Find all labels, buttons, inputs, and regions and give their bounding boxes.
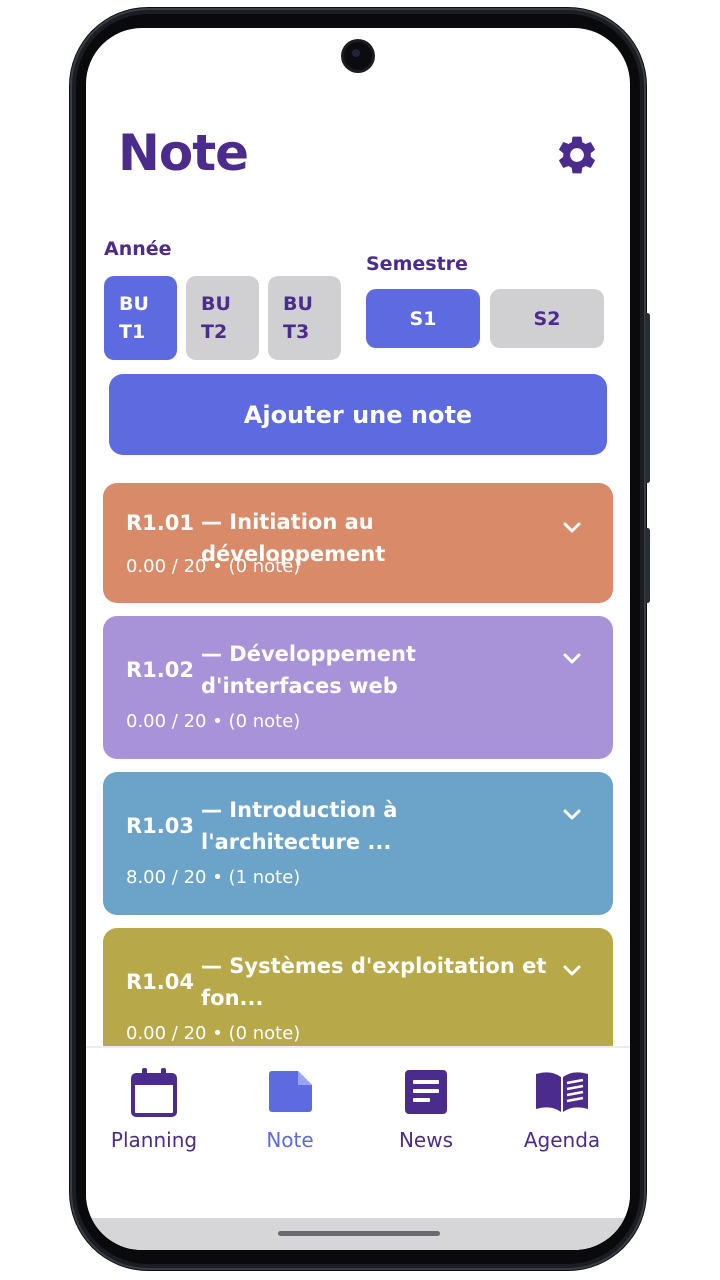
- tab-label: Planning: [110, 1128, 198, 1152]
- tab-label: Note: [266, 1128, 314, 1152]
- chevron-down-icon[interactable]: [562, 808, 582, 822]
- year-button-line2: T3: [283, 321, 310, 343]
- gear-icon[interactable]: [554, 132, 600, 178]
- tab-planning[interactable]: Planning: [86, 1048, 222, 1188]
- app-screen: Note Année BU T1 BU T2 BU T3 Semestre S1…: [86, 28, 630, 1250]
- front-camera: [344, 42, 372, 70]
- module-grade: 8.00 / 20 • (1 note): [126, 867, 301, 888]
- module-code: R1.02: [126, 658, 194, 682]
- year-button-but2[interactable]: BU T2: [186, 276, 259, 360]
- module-name: — Initiation au développement: [201, 510, 386, 566]
- module-name: — Développement d'interfaces web: [201, 642, 416, 698]
- year-button-line1: BU: [283, 293, 313, 315]
- note-icon: [269, 1071, 312, 1112]
- chevron-down-icon[interactable]: [562, 521, 582, 535]
- module-code: R1.03: [126, 814, 194, 838]
- year-label: Année: [104, 238, 172, 260]
- module-card-r103[interactable]: R1.03 — Introduction à l'architecture ..…: [103, 772, 613, 915]
- module-card-r101[interactable]: R1.01 — Initiation au développement 0.00…: [103, 483, 613, 603]
- semester-label: Semestre: [366, 253, 468, 275]
- calendar-icon: [131, 1068, 177, 1117]
- bottom-tab-bar: Planning Note News Agenda: [86, 1046, 630, 1188]
- tab-label: News: [398, 1128, 454, 1152]
- module-card-r104[interactable]: R1.04 — Systèmes d'exploitation et fon..…: [103, 928, 613, 1047]
- chevron-down-icon[interactable]: [562, 652, 582, 666]
- year-button-line1: BU: [119, 293, 149, 315]
- power-button: [645, 528, 650, 603]
- tab-news[interactable]: News: [358, 1048, 494, 1188]
- semester-button-s1[interactable]: S1: [366, 289, 480, 348]
- semester-button-s2[interactable]: S2: [490, 289, 604, 348]
- home-indicator[interactable]: [278, 1231, 440, 1236]
- module-name: — Introduction à l'architecture ...: [201, 798, 398, 854]
- year-button-but3[interactable]: BU T3: [268, 276, 341, 360]
- module-code: R1.04: [126, 970, 194, 994]
- module-grade: 0.00 / 20 • (0 note): [126, 556, 301, 577]
- volume-button: [645, 313, 650, 483]
- tab-label: Agenda: [523, 1128, 601, 1152]
- year-button-but1[interactable]: BU T1: [104, 276, 177, 360]
- year-button-line1: BU: [201, 293, 231, 315]
- tab-agenda[interactable]: Agenda: [494, 1048, 630, 1188]
- year-button-line2: T1: [119, 321, 146, 343]
- tab-note[interactable]: Note: [222, 1048, 358, 1188]
- module-list[interactable]: R1.01 — Initiation au développement 0.00…: [103, 483, 613, 1047]
- book-icon: [536, 1072, 588, 1112]
- module-grade: 0.00 / 20 • (0 note): [126, 1023, 301, 1044]
- module-grade: 0.00 / 20 • (0 note): [126, 711, 301, 732]
- page-title: Note: [118, 124, 249, 182]
- system-navigation-area: [86, 1186, 630, 1250]
- module-code: R1.01: [126, 511, 194, 535]
- module-name: — Systèmes d'exploitation et fon...: [201, 954, 547, 1010]
- year-button-line2: T2: [201, 321, 228, 343]
- add-note-button[interactable]: Ajouter une note: [109, 374, 607, 455]
- module-card-r102[interactable]: R1.02 — Développement d'interfaces web 0…: [103, 616, 613, 759]
- chevron-down-icon[interactable]: [562, 964, 582, 978]
- news-icon: [405, 1070, 447, 1114]
